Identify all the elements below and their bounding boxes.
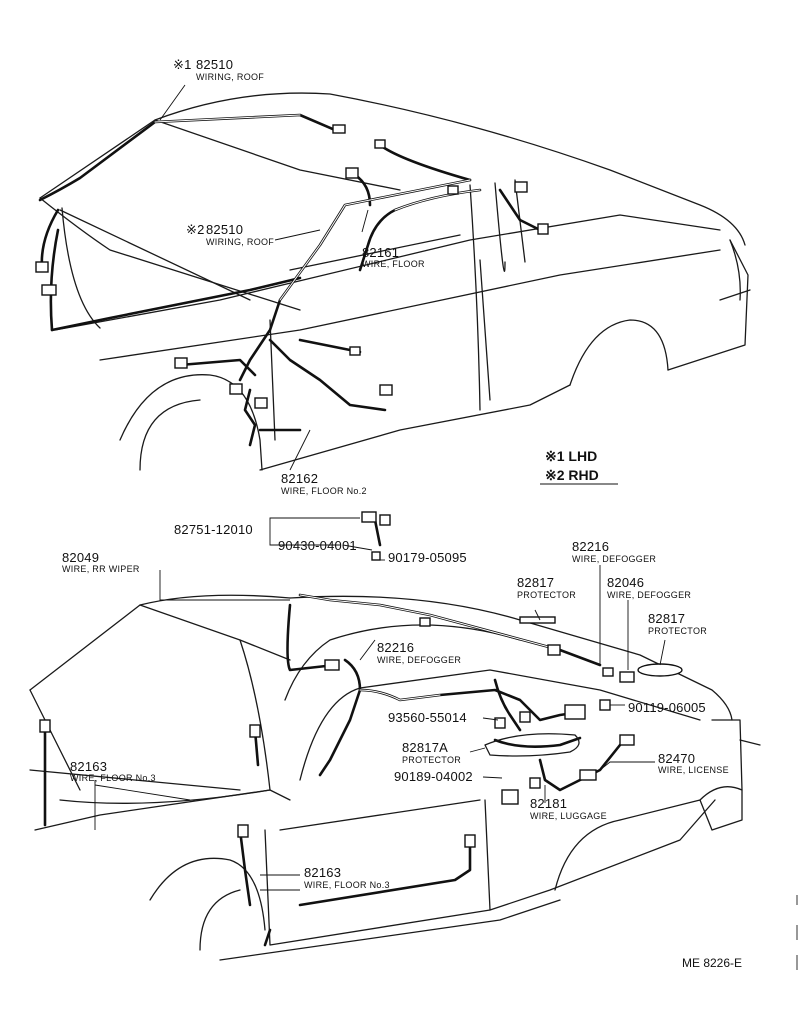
label-roof-rhd-part: 82510 [206,222,243,237]
label-bracket-part: 82751-12010 [174,522,253,537]
label-protector1-part: 82817 [517,575,554,590]
label-protector-a-part: 82817A [402,740,448,755]
label-screw4-part: 90189-04002 [394,769,473,784]
label-roof-lhd-desc: WIRING, ROOF [196,72,264,82]
label-protector2-part: 82817 [648,611,685,626]
label-roof-lhd-marker: ※1 [173,57,192,72]
label-protector-a-desc: PROTECTOR [402,755,461,765]
upper-car-body [39,92,751,471]
label-roof-rhd-marker: ※2 [186,222,205,237]
label-floor-desc: WIRE, FLOOR [362,259,425,269]
lower-connectors [39,511,683,848]
label-roof-lhd-part: 82510 [196,57,233,72]
label-floor-part: 82161 [362,245,399,260]
label-defogger-mid-part: 82216 [377,640,414,655]
part-labels: ※1 82510 WIRING, ROOF ※2 82510 WIRING, R… [62,57,729,890]
label-screw3-part: 90119-06005 [628,700,706,715]
label-luggage-part: 82181 [530,796,567,811]
label-floor2-desc: WIRE, FLOOR No.2 [281,486,367,496]
label-floor3-left-part: 82163 [70,759,107,774]
label-clip-part: 90430-04001 [278,538,357,553]
label-protector2-desc: PROTECTOR [648,626,707,636]
lower-car-body [29,594,761,961]
label-defogger-mid-desc: WIRE, DEFOGGER [377,655,461,665]
legend-rhd: ※2 RHD [545,467,599,483]
label-floor3-left-desc: WIRE, FLOOR No.3 [70,773,156,783]
label-luggage-desc: WIRE, LUGGAGE [530,811,607,821]
label-defogger-top-part: 82216 [572,539,609,554]
upper-leader-lines [159,84,369,471]
upper-connectors [35,124,549,409]
diagram-code: ME 8226-E [682,956,742,970]
label-rr-wiper-part: 82049 [62,550,99,565]
label-defogger-top-desc: WIRE, DEFOGGER [572,554,656,564]
label-defogger2-desc: WIRE, DEFOGGER [607,590,691,600]
protector-a-tray [484,733,580,757]
label-floor2-part: 82162 [281,471,318,486]
label-floor3-bottom-part: 82163 [304,865,341,880]
label-rr-wiper-desc: WIRE, RR WIPER [62,564,140,574]
label-roof-rhd-desc: WIRING, ROOF [206,237,274,247]
label-license-desc: WIRE, LICENSE [658,765,729,775]
label-defogger2-part: 82046 [607,575,644,590]
label-screw2-part: 93560-55014 [388,710,467,725]
label-screw1-part: 90179-05095 [388,550,467,565]
legend: ※1 LHD ※2 RHD [545,448,599,483]
roof-wiring-harness [38,113,542,447]
legend-lhd: ※1 LHD [545,448,597,464]
label-protector1-desc: PROTECTOR [517,590,576,600]
label-floor3-bottom-desc: WIRE, FLOOR No.3 [304,880,390,890]
lower-leader-lines [94,483,666,891]
label-license-part: 82470 [658,751,695,766]
